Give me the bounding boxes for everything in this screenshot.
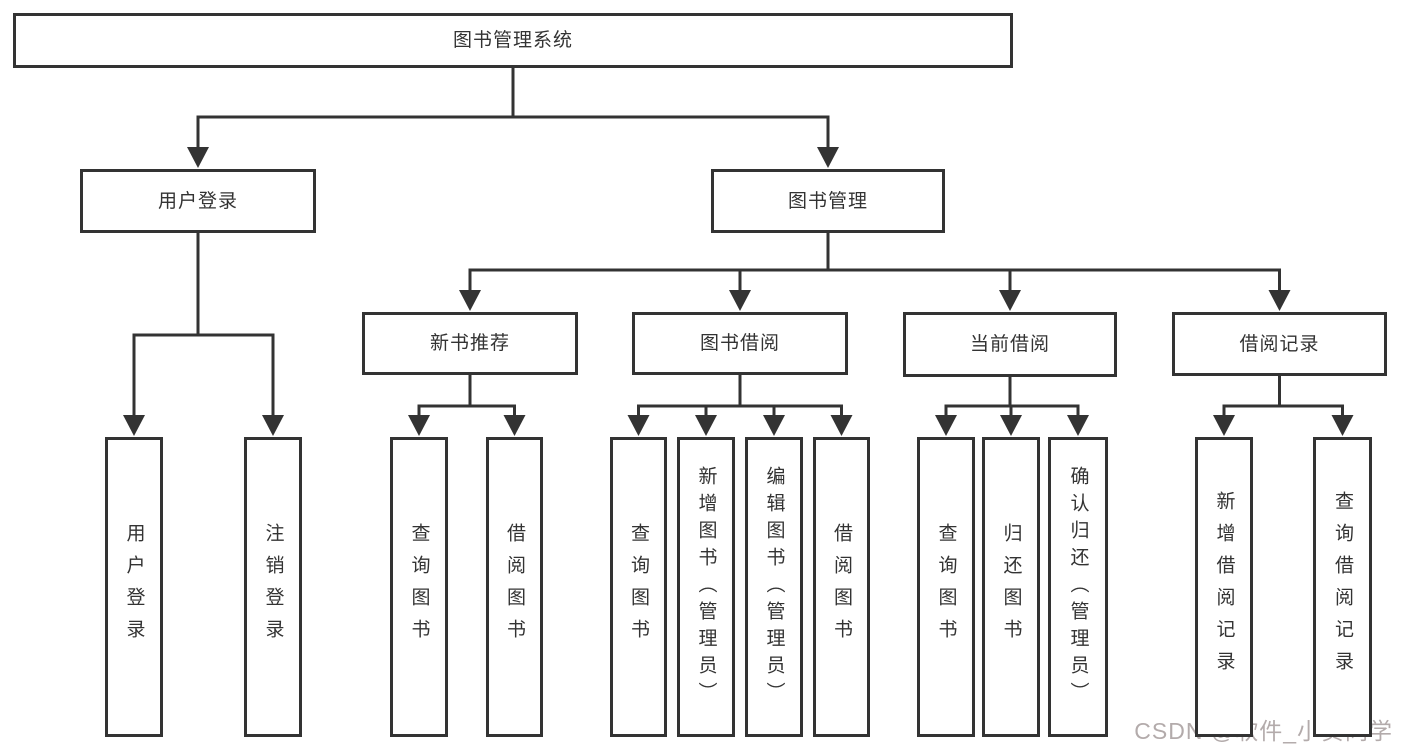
arrowhead-icon [763,415,785,436]
node-login: 用户登录 [80,169,316,233]
node-label: 借阅图书 [831,523,852,651]
node-record-1: 新增借阅记录 [1195,437,1253,737]
node-login-1: 用户登录 [105,437,163,737]
arrowhead-icon [830,415,853,436]
node-rec-2: 借阅图书 [486,437,543,737]
node-current: 当前借阅 [903,312,1117,377]
node-current-3: 确认归还（管理员） [1048,437,1108,737]
node-login-2: 注销登录 [244,437,302,737]
node-label: 确认归还（管理员） [1067,465,1089,709]
arrowhead-icon [1067,415,1089,436]
node-label: 新增图书（管理员） [695,465,717,709]
node-label: 图书借阅 [699,333,780,354]
node-label: 归还图书 [1000,523,1022,651]
node-rec-1: 查询图书 [390,437,448,737]
node-borrow-4: 借阅图书 [813,437,870,737]
connector-record [1213,375,1354,436]
node-current-1: 查询图书 [917,437,975,737]
arrowhead-icon [503,415,526,436]
node-label: 注销登录 [262,523,284,651]
arrowhead-icon [1213,415,1235,436]
arrowhead-icon [1331,415,1354,436]
arrowhead-icon [627,415,650,436]
node-label: 当前借阅 [969,334,1050,355]
node-borrow: 图书借阅 [632,312,848,375]
node-label: 借阅图书 [504,523,525,651]
node-record: 借阅记录 [1172,312,1387,376]
node-root: 图书管理系统 [13,13,1013,68]
arrowhead-icon [935,415,957,436]
node-label: 用户登录 [123,523,145,651]
connector-root [187,67,839,168]
node-borrow-3: 编辑图书（管理员） [745,437,803,737]
arrowhead-icon [123,415,145,436]
node-label: 查询借阅记录 [1332,491,1353,683]
connector-mgmt [459,232,1291,311]
arrowhead-icon [408,415,430,436]
connector-current [935,376,1089,436]
node-label: 新增借阅记录 [1213,491,1235,683]
node-label: 借阅记录 [1239,333,1320,355]
node-label: 查询图书 [408,523,430,651]
arrowhead-icon [459,290,481,311]
node-borrow-2: 新增图书（管理员） [677,437,735,737]
node-current-2: 归还图书 [982,437,1040,737]
arrowhead-icon [1000,415,1022,436]
arrowhead-icon [695,415,717,436]
node-label: 查询图书 [628,523,649,651]
node-label: 新书推荐 [429,333,510,354]
node-label: 图书管理系统 [452,30,573,51]
connector-rec [408,374,526,436]
connector-login [123,232,284,436]
node-label: 图书管理 [787,190,868,212]
arrowhead-icon [817,147,839,168]
arrowhead-icon [1268,290,1291,311]
node-borrow-1: 查询图书 [610,437,667,737]
arrowhead-icon [999,290,1021,311]
arrowhead-icon [187,147,209,168]
arrowhead-icon [262,415,284,436]
node-mgmt: 图书管理 [711,169,945,233]
node-record-2: 查询借阅记录 [1313,437,1372,737]
node-label: 查询图书 [935,523,957,651]
node-label: 编辑图书（管理员） [763,465,785,709]
connector-borrow [627,374,853,436]
node-rec: 新书推荐 [362,312,578,375]
arrowhead-icon [729,290,751,311]
node-label: 用户登录 [157,190,238,212]
